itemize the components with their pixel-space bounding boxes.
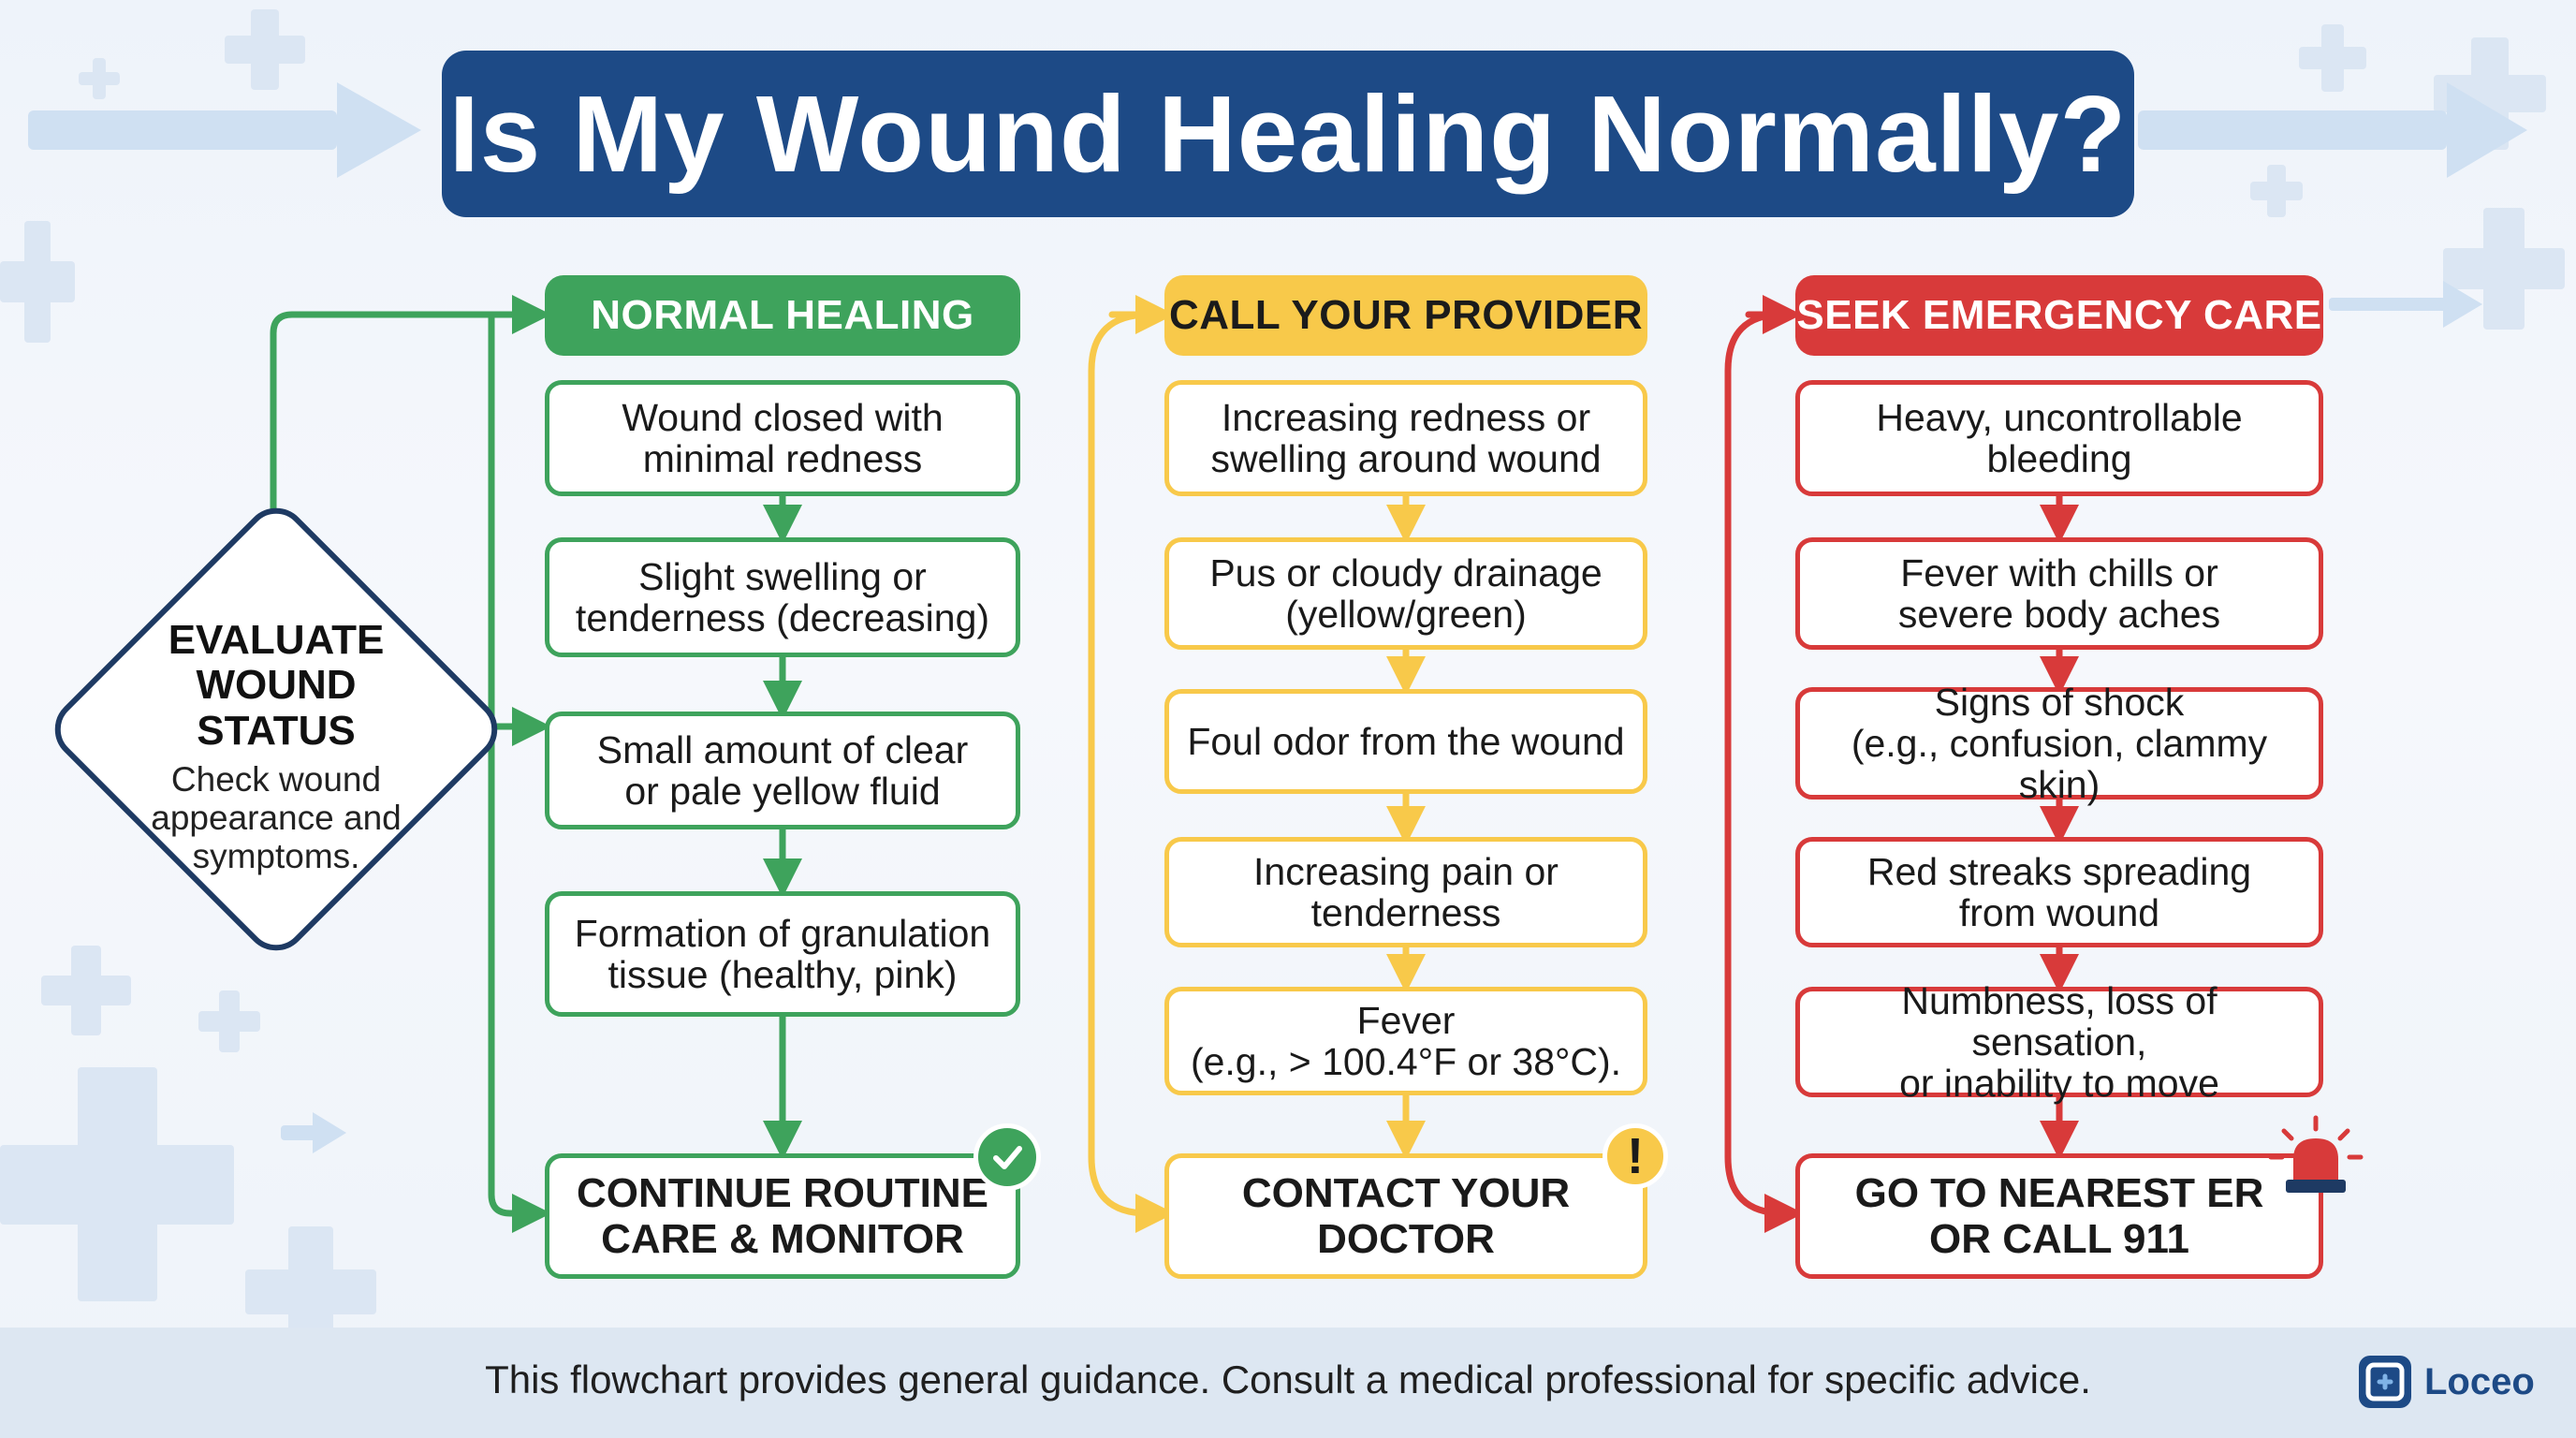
step-emergency-1: Heavy, uncontrollable bleeding <box>1795 380 2323 496</box>
page-title: Is My Wound Healing Normally? <box>448 73 2128 195</box>
step-provider-3: Foul odor from the wound <box>1164 689 1647 794</box>
step-normal-4: Formation of granulation tissue (healthy… <box>545 891 1020 1017</box>
step-emergency-5: Numbness, loss of sensation, or inabilit… <box>1795 979 2323 1104</box>
exclamation-icon: ! <box>1603 1123 1668 1189</box>
step-normal-2: Slight swelling or tenderness (decreasin… <box>545 537 1020 657</box>
decorative-cross-icon <box>79 58 120 99</box>
logo-mark-icon <box>2359 1356 2411 1408</box>
decorative-cross-icon <box>2443 208 2565 330</box>
siren-icon <box>2268 1115 2364 1193</box>
decorative-cross-icon <box>2299 24 2366 92</box>
start-decision-text: EVALUATE WOUND STATUS Check wound appear… <box>112 617 440 875</box>
start-title: EVALUATE WOUND STATUS <box>168 617 385 754</box>
decorative-cross-icon <box>41 946 131 1035</box>
decorative-cross-icon <box>0 1067 234 1301</box>
header-normal-healing: NORMAL HEALING <box>545 275 1020 356</box>
step-emergency-3: Signs of shock (e.g., confusion, clammy … <box>1795 681 2323 805</box>
decorative-arrow-icon <box>28 82 2527 1153</box>
outcome-contact-doctor: CONTACT YOUR DOCTOR <box>1164 1153 1647 1279</box>
disclaimer-text: This flowchart provides general guidance… <box>485 1357 2091 1401</box>
step-provider-1: Increasing redness or swelling around wo… <box>1164 380 1647 496</box>
decorative-cross-icon <box>198 990 260 1052</box>
red-connector <box>1724 295 2079 1233</box>
step-normal-1: Wound closed with minimal redness <box>545 380 1020 496</box>
header-call-provider: CALL YOUR PROVIDER <box>1164 275 1647 356</box>
decorative-cross-icon <box>0 221 75 343</box>
brand-logo: Loceo <box>2359 1356 2535 1408</box>
yellow-connector <box>1088 295 1426 1233</box>
step-provider-2: Pus or cloudy drainage (yellow/green) <box>1164 537 1647 650</box>
header-emergency-care: SEEK EMERGENCY CARE <box>1795 275 2323 356</box>
step-normal-3: Small amount of clear or pale yellow flu… <box>545 712 1020 829</box>
decorative-cross-icon <box>2250 165 2303 217</box>
outcome-go-to-er: GO TO NEAREST ER OR CALL 911 <box>1795 1153 2323 1279</box>
outcome-continue-care: CONTINUE ROUTINE CARE & MONITOR <box>545 1153 1020 1279</box>
checkmark-icon <box>973 1123 1041 1191</box>
step-provider-5: Fever (e.g., > 100.4°F or 38°C). <box>1164 987 1647 1095</box>
start-subtitle: Check wound appearance and symptoms. <box>151 760 402 875</box>
step-provider-4: Increasing pain or tenderness <box>1164 837 1647 947</box>
logo-text: Loceo <box>2424 1360 2535 1402</box>
green-connector <box>270 295 802 1233</box>
decorative-cross-icon <box>225 9 305 90</box>
step-emergency-4: Red streaks spreading from wound <box>1795 837 2323 947</box>
title-banner: Is My Wound Healing Normally? <box>442 51 2134 217</box>
step-emergency-2: Fever with chills or severe body aches <box>1795 537 2323 650</box>
footer-bar <box>0 1328 2576 1438</box>
